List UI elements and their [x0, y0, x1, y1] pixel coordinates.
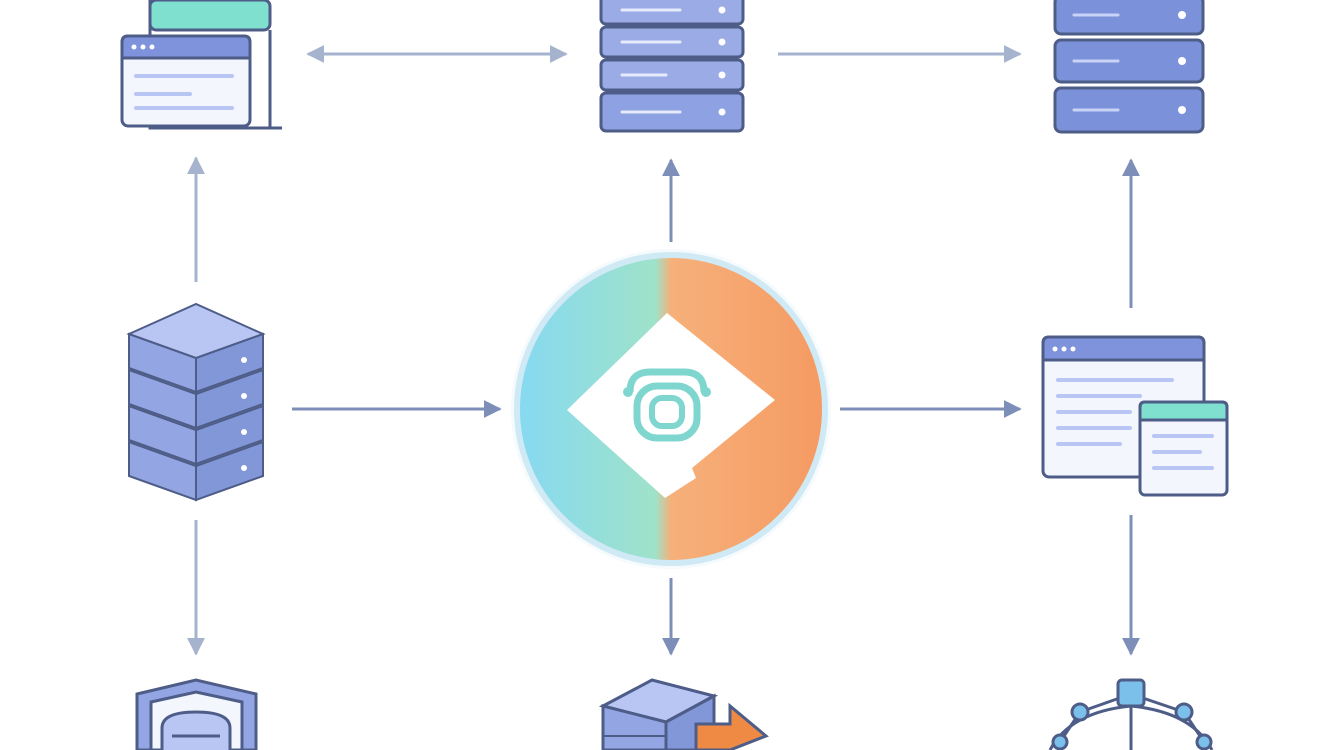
network-graph-icon [1048, 678, 1214, 750]
security-shield-icon [135, 678, 258, 750]
server-rack-icon [599, 0, 745, 133]
database-cube-icon [126, 302, 266, 502]
browser-window-icon [1041, 335, 1229, 497]
arrows [187, 45, 1140, 656]
browser-window-icon [120, 0, 282, 130]
data-export-icon [598, 678, 769, 750]
server-rack-icon [1053, 0, 1205, 134]
robot-hub-icon [511, 249, 831, 569]
